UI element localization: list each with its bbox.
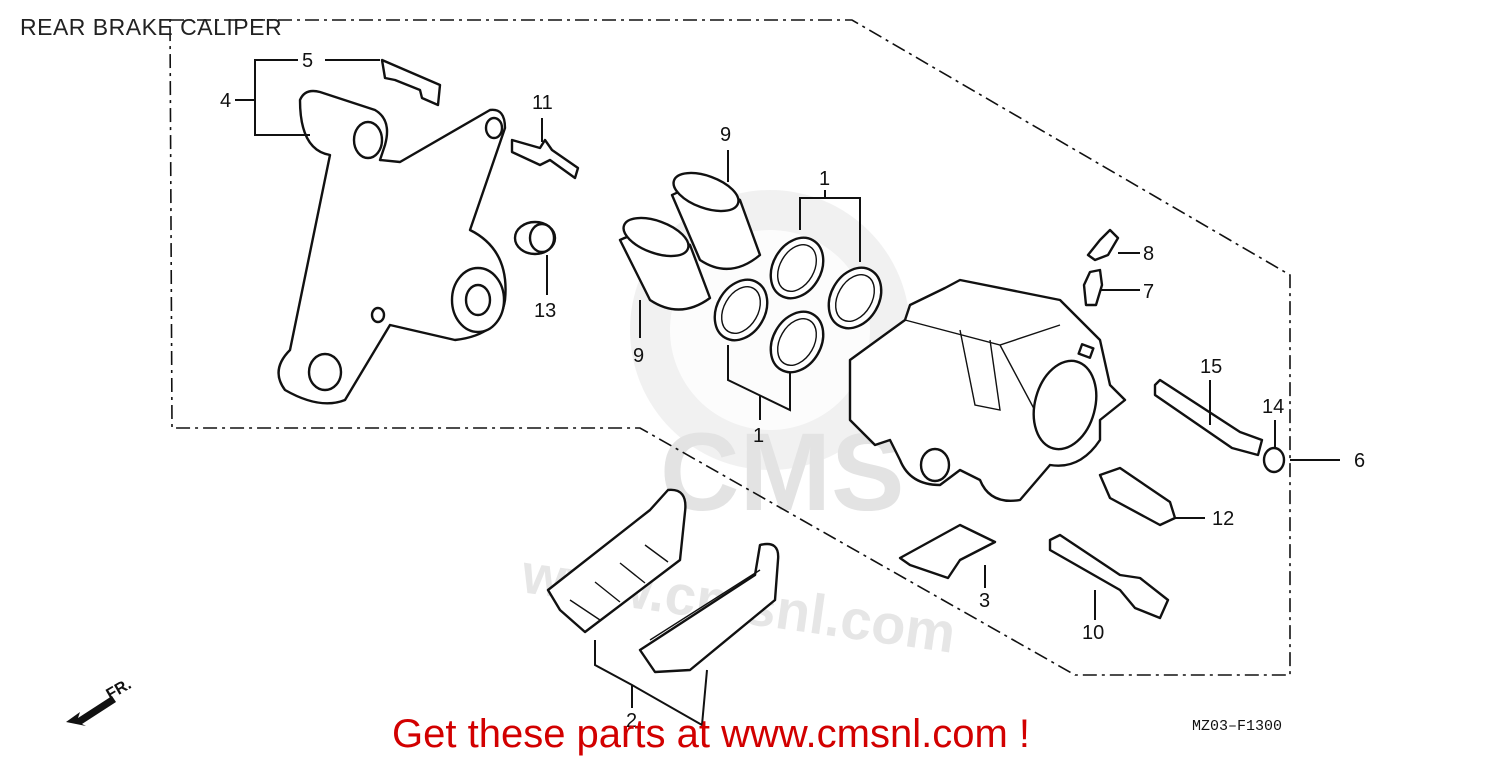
- front-direction-arrow: FR.: [66, 676, 134, 726]
- pad-spring-clip: [380, 58, 442, 107]
- callout-5: 5: [302, 50, 314, 72]
- caliper-body: [848, 278, 1127, 502]
- page-title: REAR BRAKE CALIPER: [20, 14, 283, 40]
- diagram-code: MZ03–F1300: [1192, 718, 1283, 735]
- callout-9-top: 9: [720, 124, 732, 146]
- callout-15: 15: [1200, 356, 1223, 378]
- promo-link-text[interactable]: Get these parts at www.cmsnl.com !: [392, 712, 1030, 756]
- callout-9-bottom: 9: [633, 345, 645, 367]
- callout-11: 11: [532, 92, 553, 114]
- callout-1-top: 1: [819, 168, 831, 190]
- caliper-pistons: [618, 171, 762, 311]
- caliper-slide-pin: [1098, 466, 1177, 527]
- callout-3: 3: [979, 590, 991, 612]
- piston-seals: [713, 236, 883, 374]
- callout-7: 7: [1143, 281, 1155, 303]
- pad-retainer: [898, 523, 997, 580]
- callout-4: 4: [220, 90, 232, 112]
- brake-pads: [546, 488, 780, 674]
- pin-boot: [513, 220, 557, 256]
- caliper-bolt: [1048, 533, 1170, 620]
- callout-8: 8: [1143, 243, 1155, 265]
- pad-pin: [1153, 378, 1264, 457]
- callout-13: 13: [534, 300, 557, 322]
- callout-14: 14: [1262, 396, 1285, 418]
- callout-6: 6: [1354, 450, 1366, 472]
- bracket-pin-bolt: [510, 138, 580, 180]
- assembly-boundary-line: [169, 19, 1291, 676]
- callout-leader-lines: [235, 59, 1340, 727]
- caliper-bracket: [277, 89, 507, 405]
- callout-1-bottom: 1: [753, 425, 765, 447]
- bleeder-valve: [1082, 268, 1104, 307]
- callout-2: 2: [626, 710, 638, 732]
- pin-plug: [1262, 446, 1286, 474]
- callout-10: 10: [1082, 622, 1105, 644]
- callout-12: 12: [1212, 508, 1235, 530]
- bleeder-cap: [1086, 228, 1120, 262]
